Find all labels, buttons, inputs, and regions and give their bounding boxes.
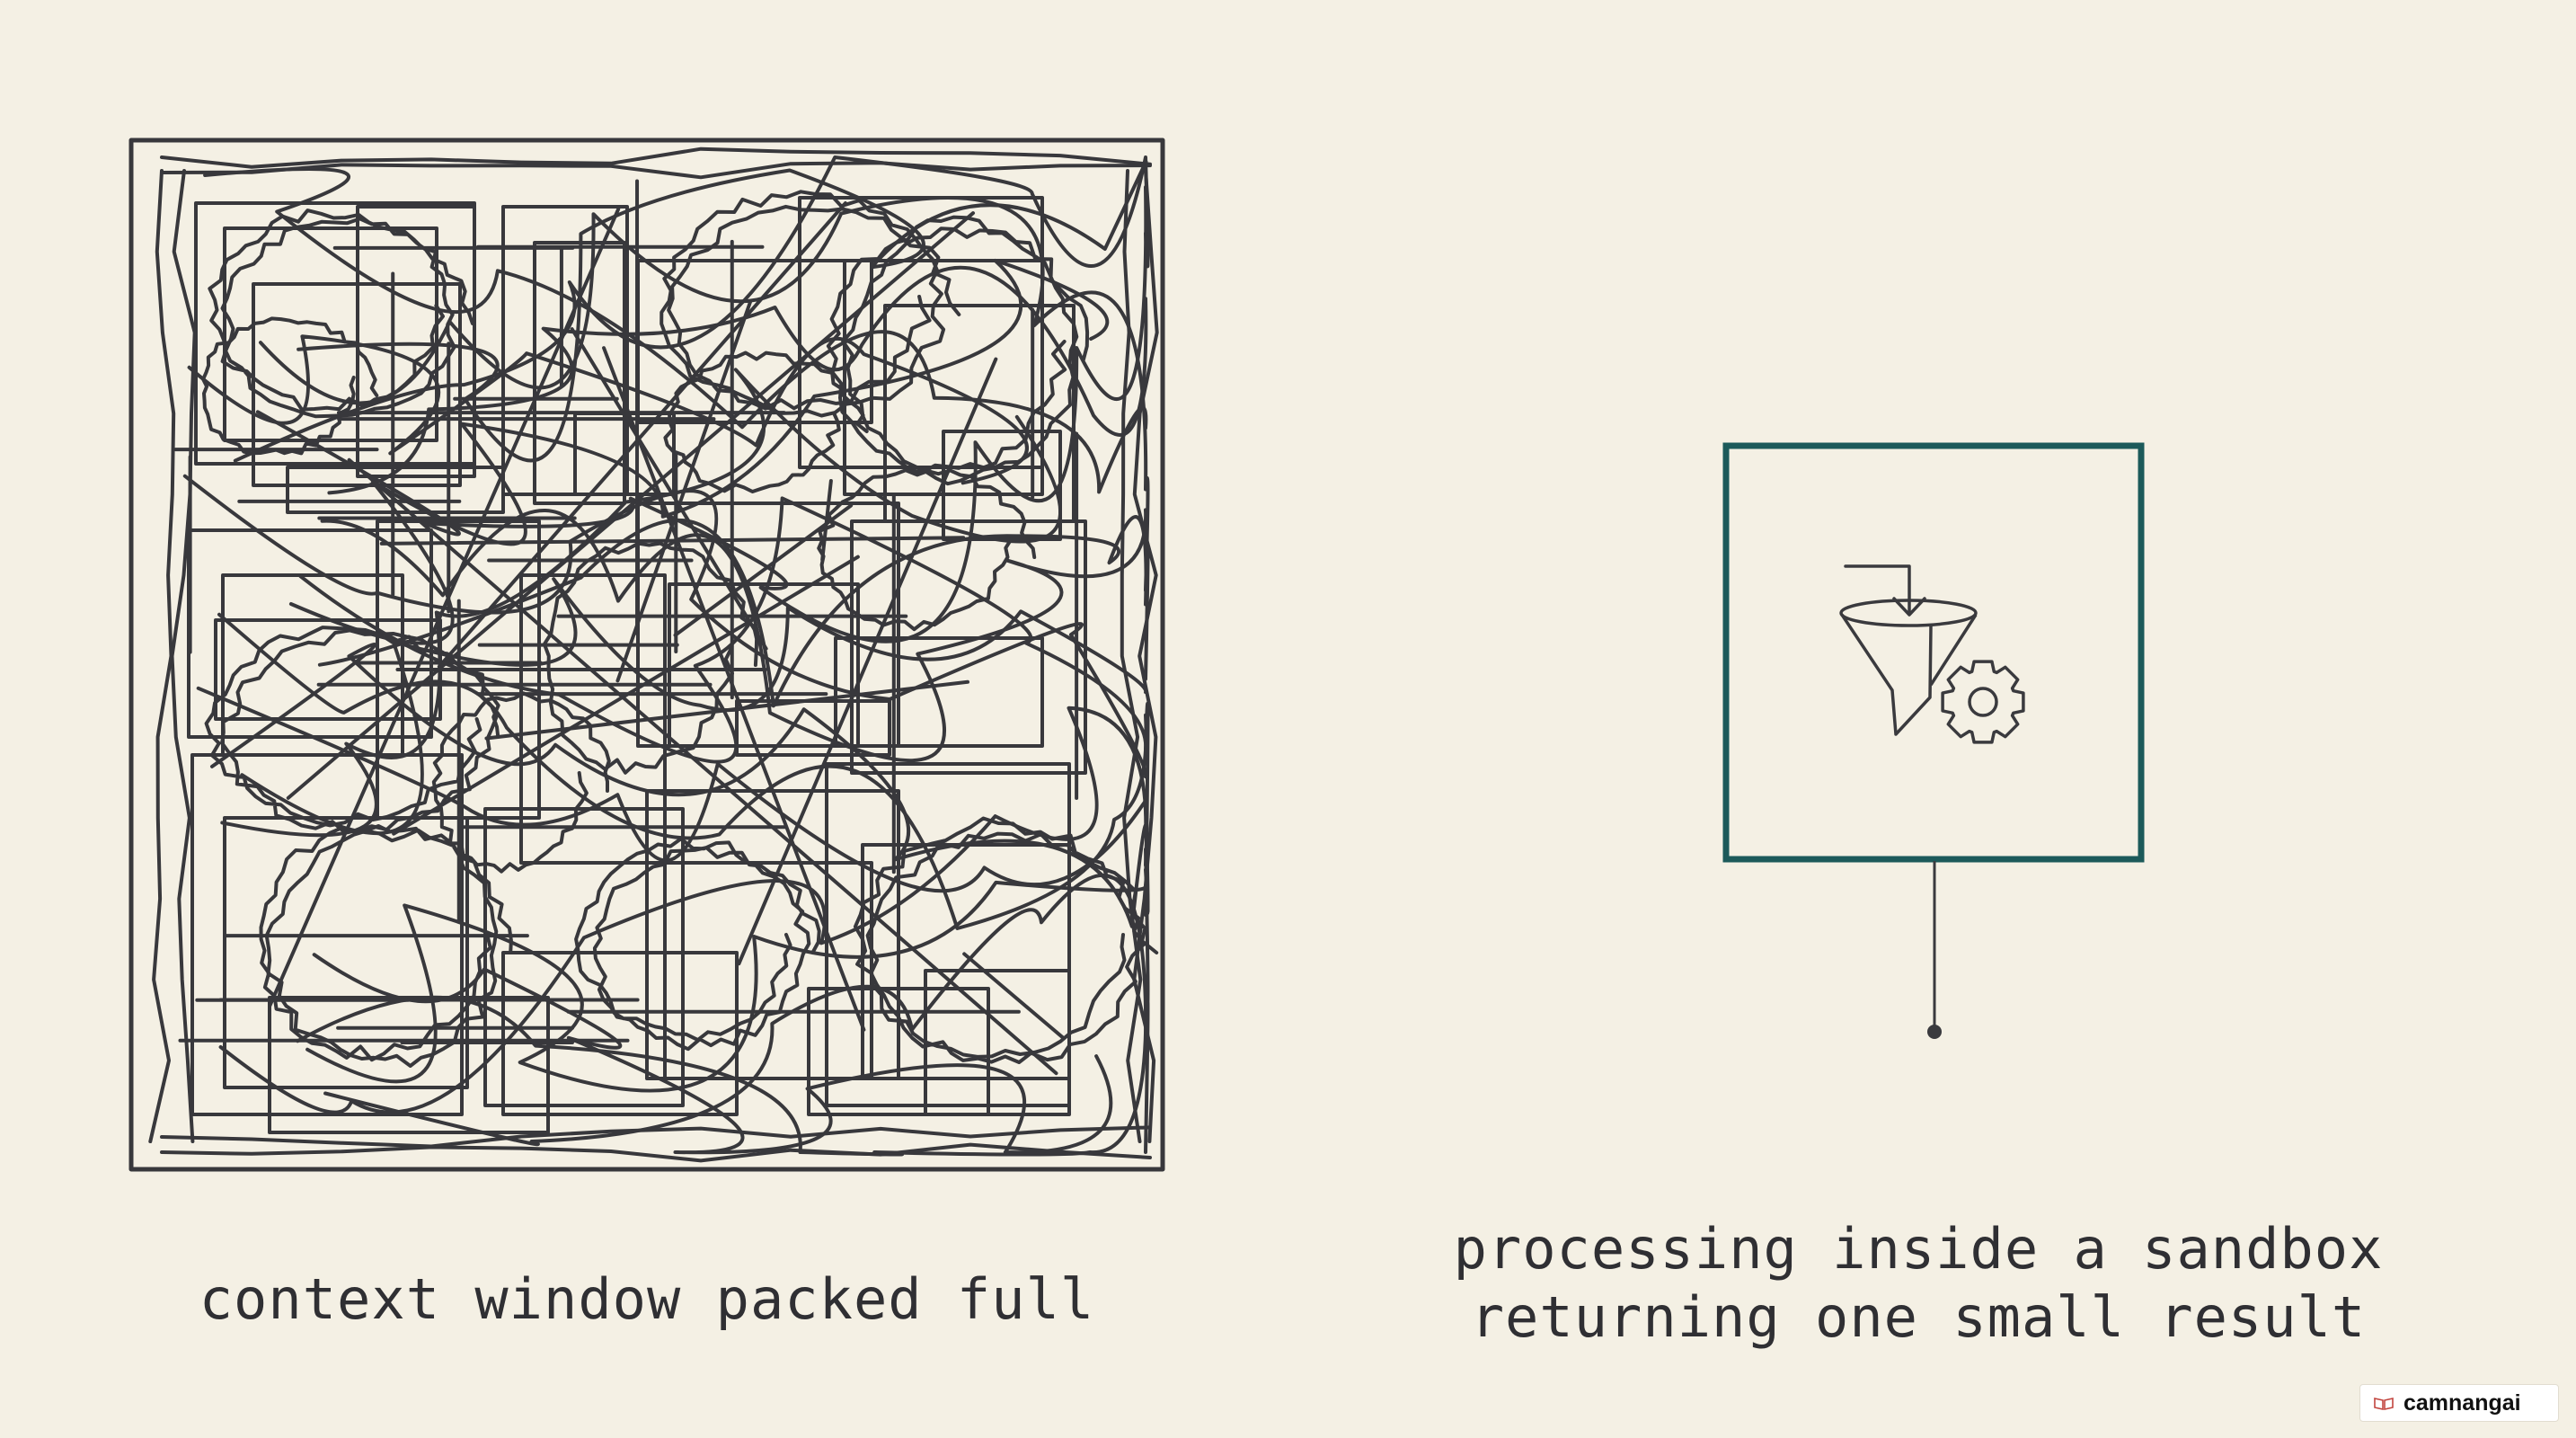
down-arrow-icon bbox=[1844, 564, 1926, 617]
gear-icon bbox=[1941, 660, 2025, 744]
funnel-icon bbox=[1839, 599, 1978, 736]
watermark-badge[interactable]: camnangai bbox=[2359, 1384, 2559, 1422]
sandbox-caption: processing inside a sandbox returning on… bbox=[1402, 1215, 2435, 1352]
sandbox-box bbox=[1722, 442, 2145, 1039]
sandbox-frame bbox=[1722, 442, 2145, 863]
sandbox-caption-line2: returning one small result bbox=[1470, 1284, 2367, 1350]
context-window-box bbox=[128, 138, 1165, 1172]
context-window-scribbles bbox=[148, 146, 1159, 1163]
sandbox-caption-line1: processing inside a sandbox bbox=[1453, 1216, 2384, 1282]
watermark-label: camnangai bbox=[2403, 1389, 2521, 1416]
book-icon bbox=[2374, 1398, 2394, 1410]
output-result-dot bbox=[1927, 1025, 1942, 1039]
context-window-frame bbox=[128, 138, 1165, 1172]
context-window-caption: context window packed full bbox=[199, 1266, 1095, 1332]
